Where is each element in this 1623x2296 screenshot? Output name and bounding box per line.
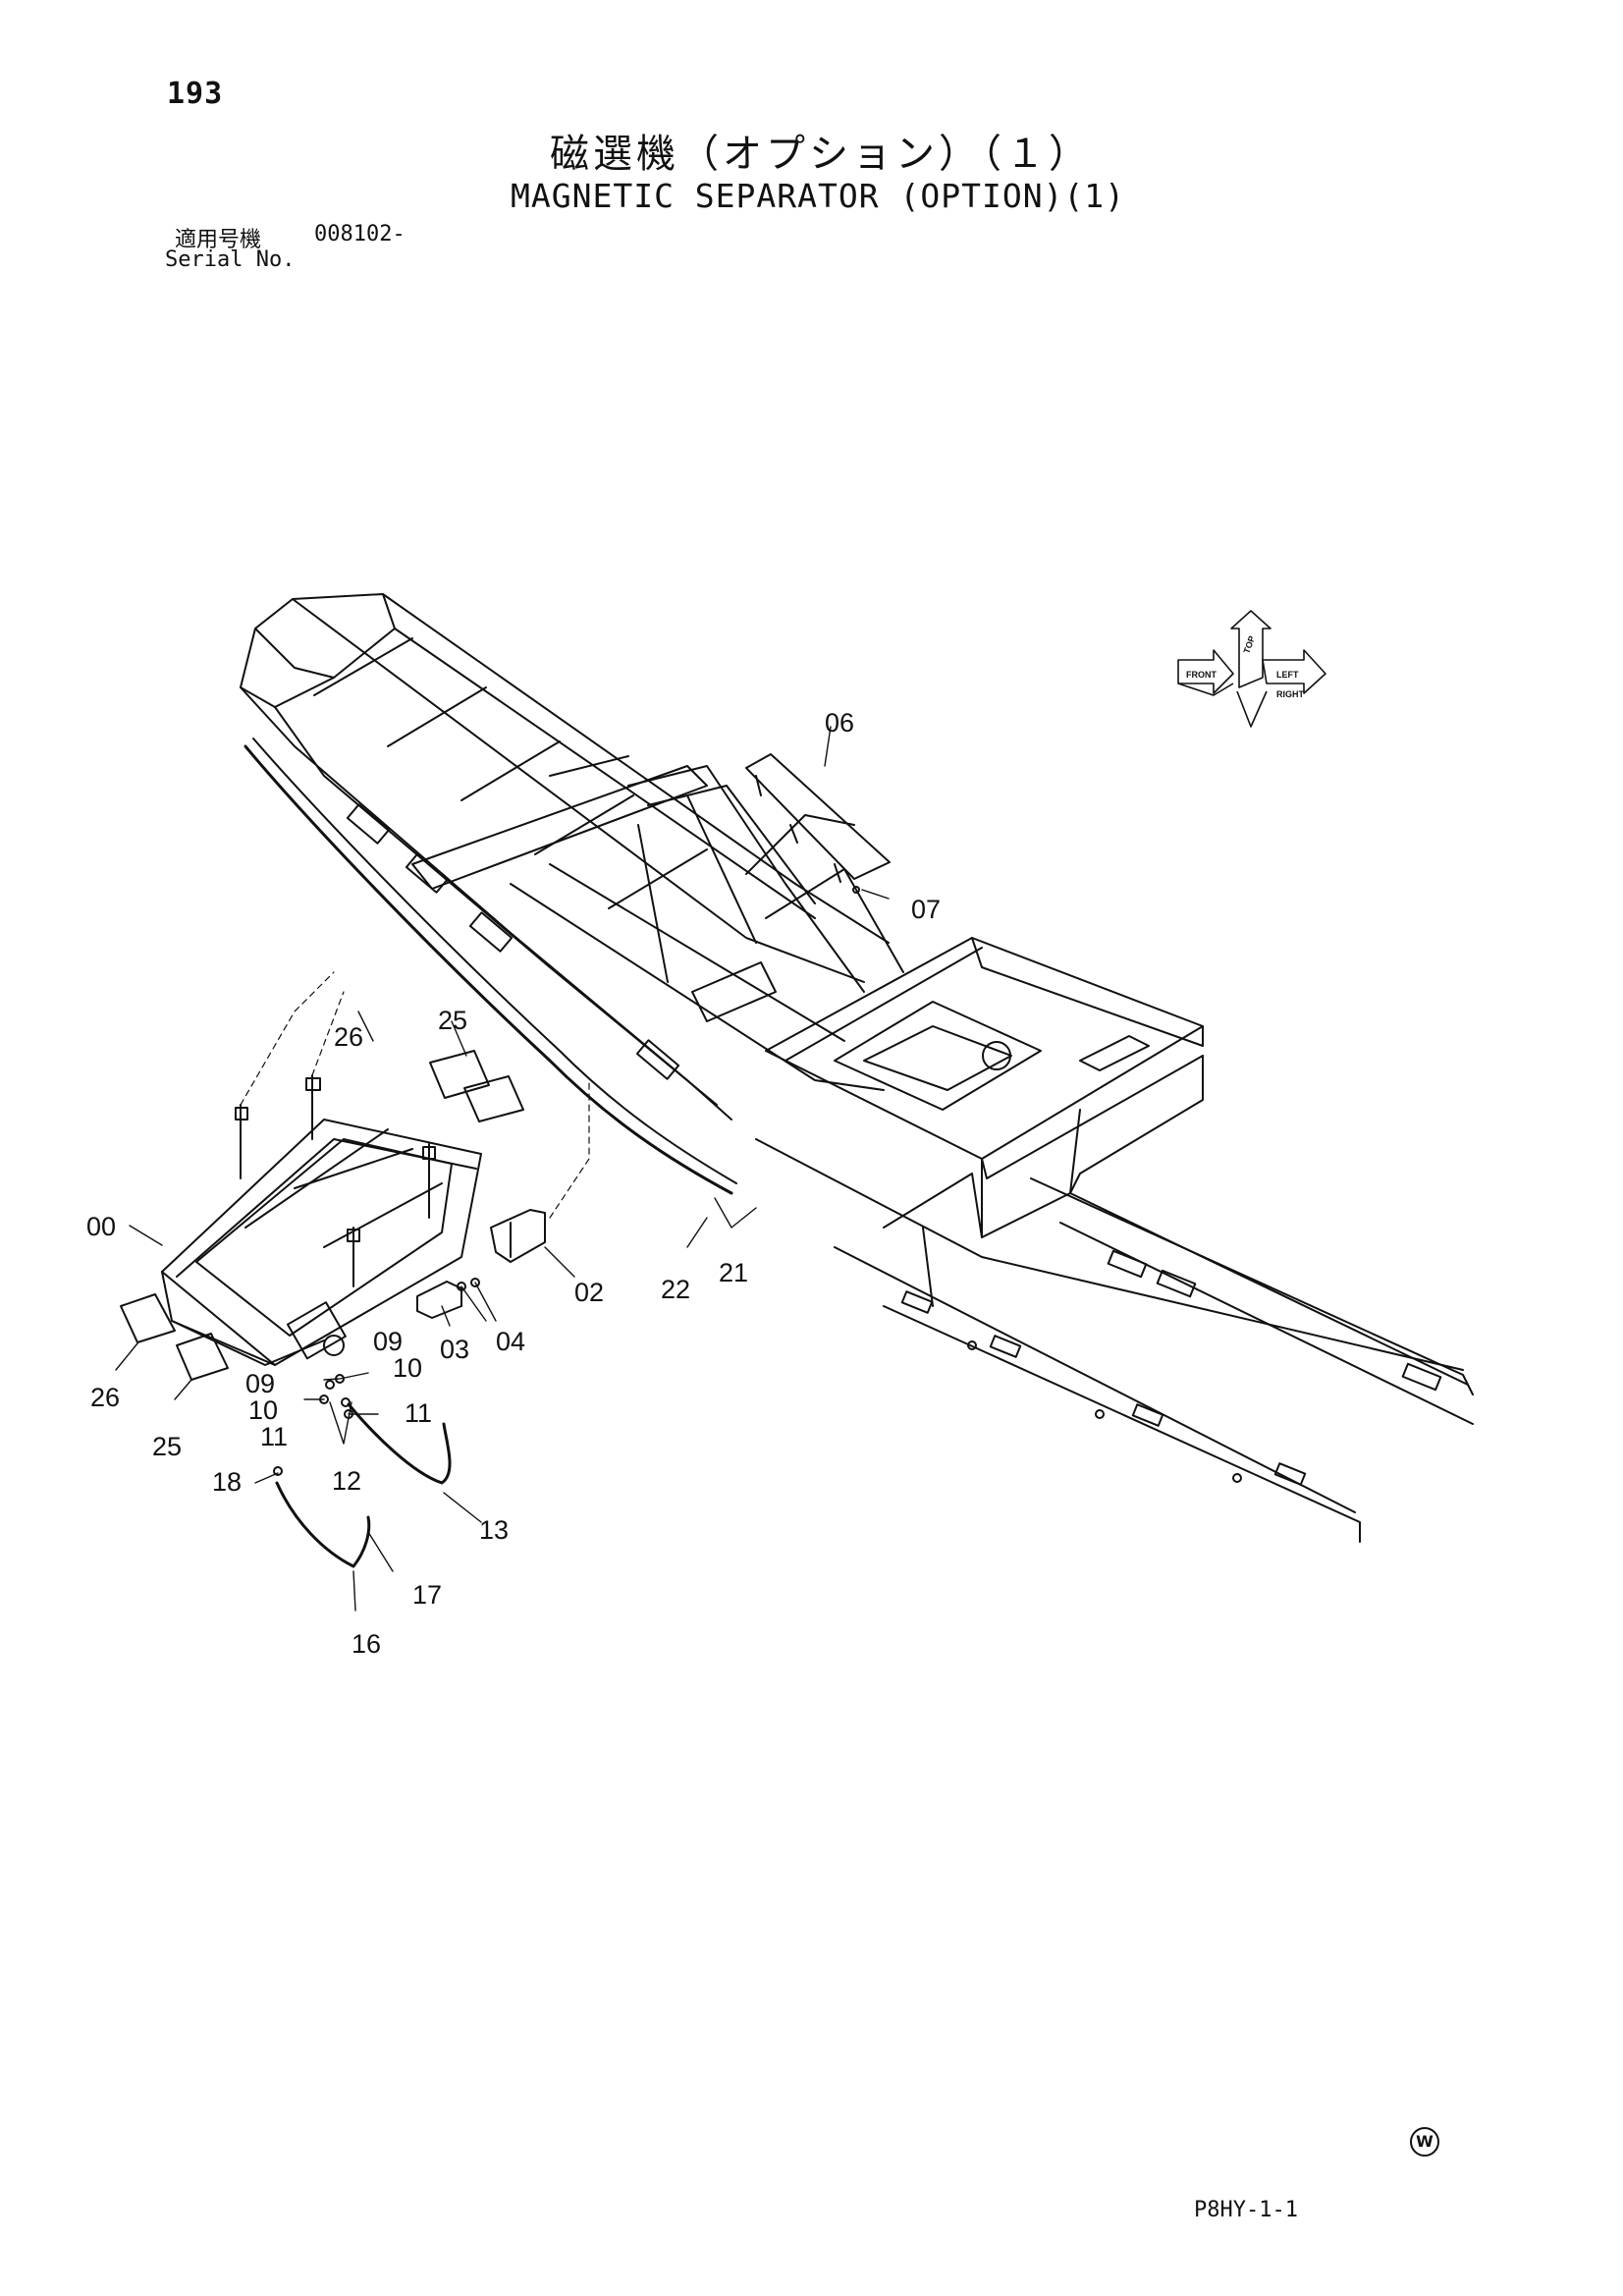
- w-symbol-icon: W: [1410, 2127, 1439, 2157]
- orientation-compass-icon: FRONT TOP RIGHT LEFT: [1177, 610, 1326, 728]
- chassis-frame: [755, 937, 1474, 1543]
- bracket-02: [490, 1209, 546, 1263]
- callout-12: 12: [332, 1466, 361, 1496]
- callout-25-upper: 25: [438, 1006, 467, 1035]
- callout-09-left: 09: [245, 1369, 275, 1398]
- hose-13: [347, 1402, 452, 1485]
- callout-17: 17: [412, 1580, 442, 1610]
- callout-06: 06: [825, 708, 854, 738]
- callout-26-lower: 26: [90, 1383, 120, 1412]
- serial-label-japanese: 適用号機: [175, 228, 262, 252]
- bolts-04: [457, 1278, 480, 1291]
- decal-26-upper: [463, 1075, 524, 1122]
- serial-number-value: 008102-: [314, 222, 406, 246]
- boom-assembly: [240, 593, 890, 1195]
- callout-leaders: [115, 726, 890, 1612]
- title-japanese: 磁選機（オプション）（１）: [550, 132, 1092, 177]
- callout-10-left: 10: [248, 1395, 278, 1425]
- decal-25-lower: [176, 1333, 229, 1381]
- compass-right: RIGHT: [1276, 689, 1305, 699]
- serial-label-english: Serial No.: [165, 247, 296, 272]
- compass-left: LEFT: [1276, 670, 1299, 680]
- callout-labels: 00 02 03 04 06 07 09 09 10 10 11 11 12 1…: [86, 708, 941, 1659]
- callout-02: 02: [574, 1278, 604, 1307]
- drawing-code: P8HY-1-1: [1194, 2198, 1298, 2222]
- upper-frame: [627, 765, 904, 1022]
- bracket-03: [416, 1281, 462, 1319]
- callout-11-left: 11: [260, 1422, 288, 1451]
- cover-plate-06: [745, 753, 891, 894]
- callout-09-right: 09: [373, 1327, 403, 1356]
- callout-10-right: 10: [393, 1353, 422, 1383]
- magnetic-separator-00: [161, 1074, 482, 1366]
- decal-25-upper: [429, 1050, 490, 1099]
- callout-13: 13: [479, 1515, 509, 1545]
- callout-07: 07: [911, 895, 941, 924]
- decal-26-lower: [120, 1293, 176, 1343]
- callout-25-lower: 25: [152, 1432, 182, 1461]
- page-number: 193: [167, 77, 224, 111]
- title-english: MAGNETIC SEPARATOR (OPTION)(1): [511, 177, 1126, 215]
- callout-03: 03: [440, 1335, 469, 1364]
- callout-21: 21: [719, 1258, 748, 1287]
- compass-front: FRONT: [1186, 670, 1217, 680]
- callout-00: 00: [86, 1212, 116, 1241]
- callout-04: 04: [496, 1327, 525, 1356]
- callout-11-right: 11: [405, 1398, 432, 1428]
- hose-16-17: [275, 1481, 371, 1568]
- callout-22: 22: [661, 1275, 690, 1304]
- callout-18: 18: [212, 1467, 242, 1497]
- callout-26-upper: 26: [334, 1022, 363, 1052]
- callout-16: 16: [352, 1629, 381, 1659]
- assembly-leader-lines: [240, 971, 590, 1219]
